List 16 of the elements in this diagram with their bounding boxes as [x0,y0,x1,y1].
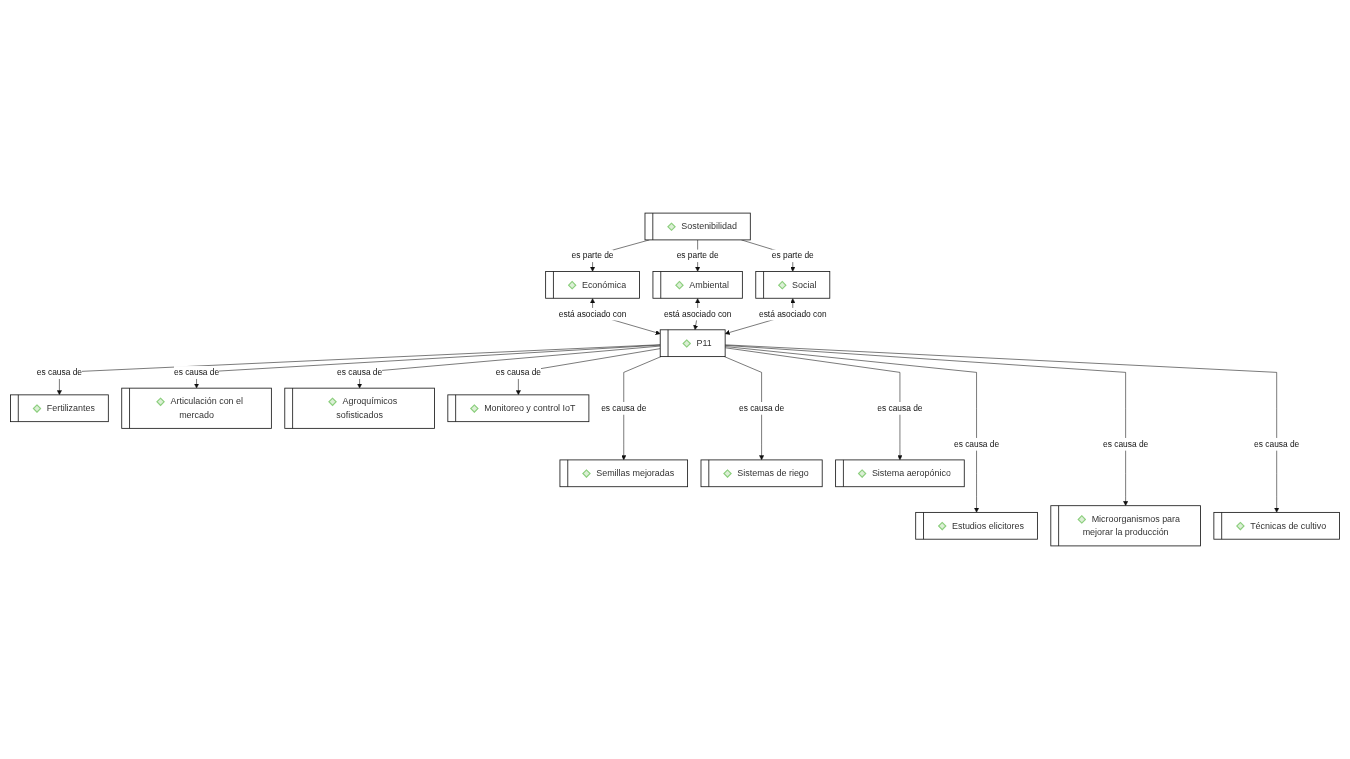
edge-label: es causa de [877,403,923,413]
edge-label: es causa de [1254,438,1300,449]
edge-label: está asociado con [663,308,732,319]
edge-label: es causa de [739,403,785,413]
edge-label: es causa de [36,367,82,377]
edge-label: es parte de [676,250,719,260]
edge-label: está asociado con [759,308,827,319]
edge-label: es causa de [601,403,647,413]
edge-label: es causa de [337,367,383,377]
edge-label: es parte de [571,250,614,260]
edge-label: es causa de [495,367,541,377]
edge-label: es causa de [1103,438,1149,449]
edge-label: es causa de [173,367,220,377]
edge-label: está asociado con [558,308,627,319]
edge-label: es causa de [953,438,1000,449]
edge-label: es parte de [771,250,814,260]
